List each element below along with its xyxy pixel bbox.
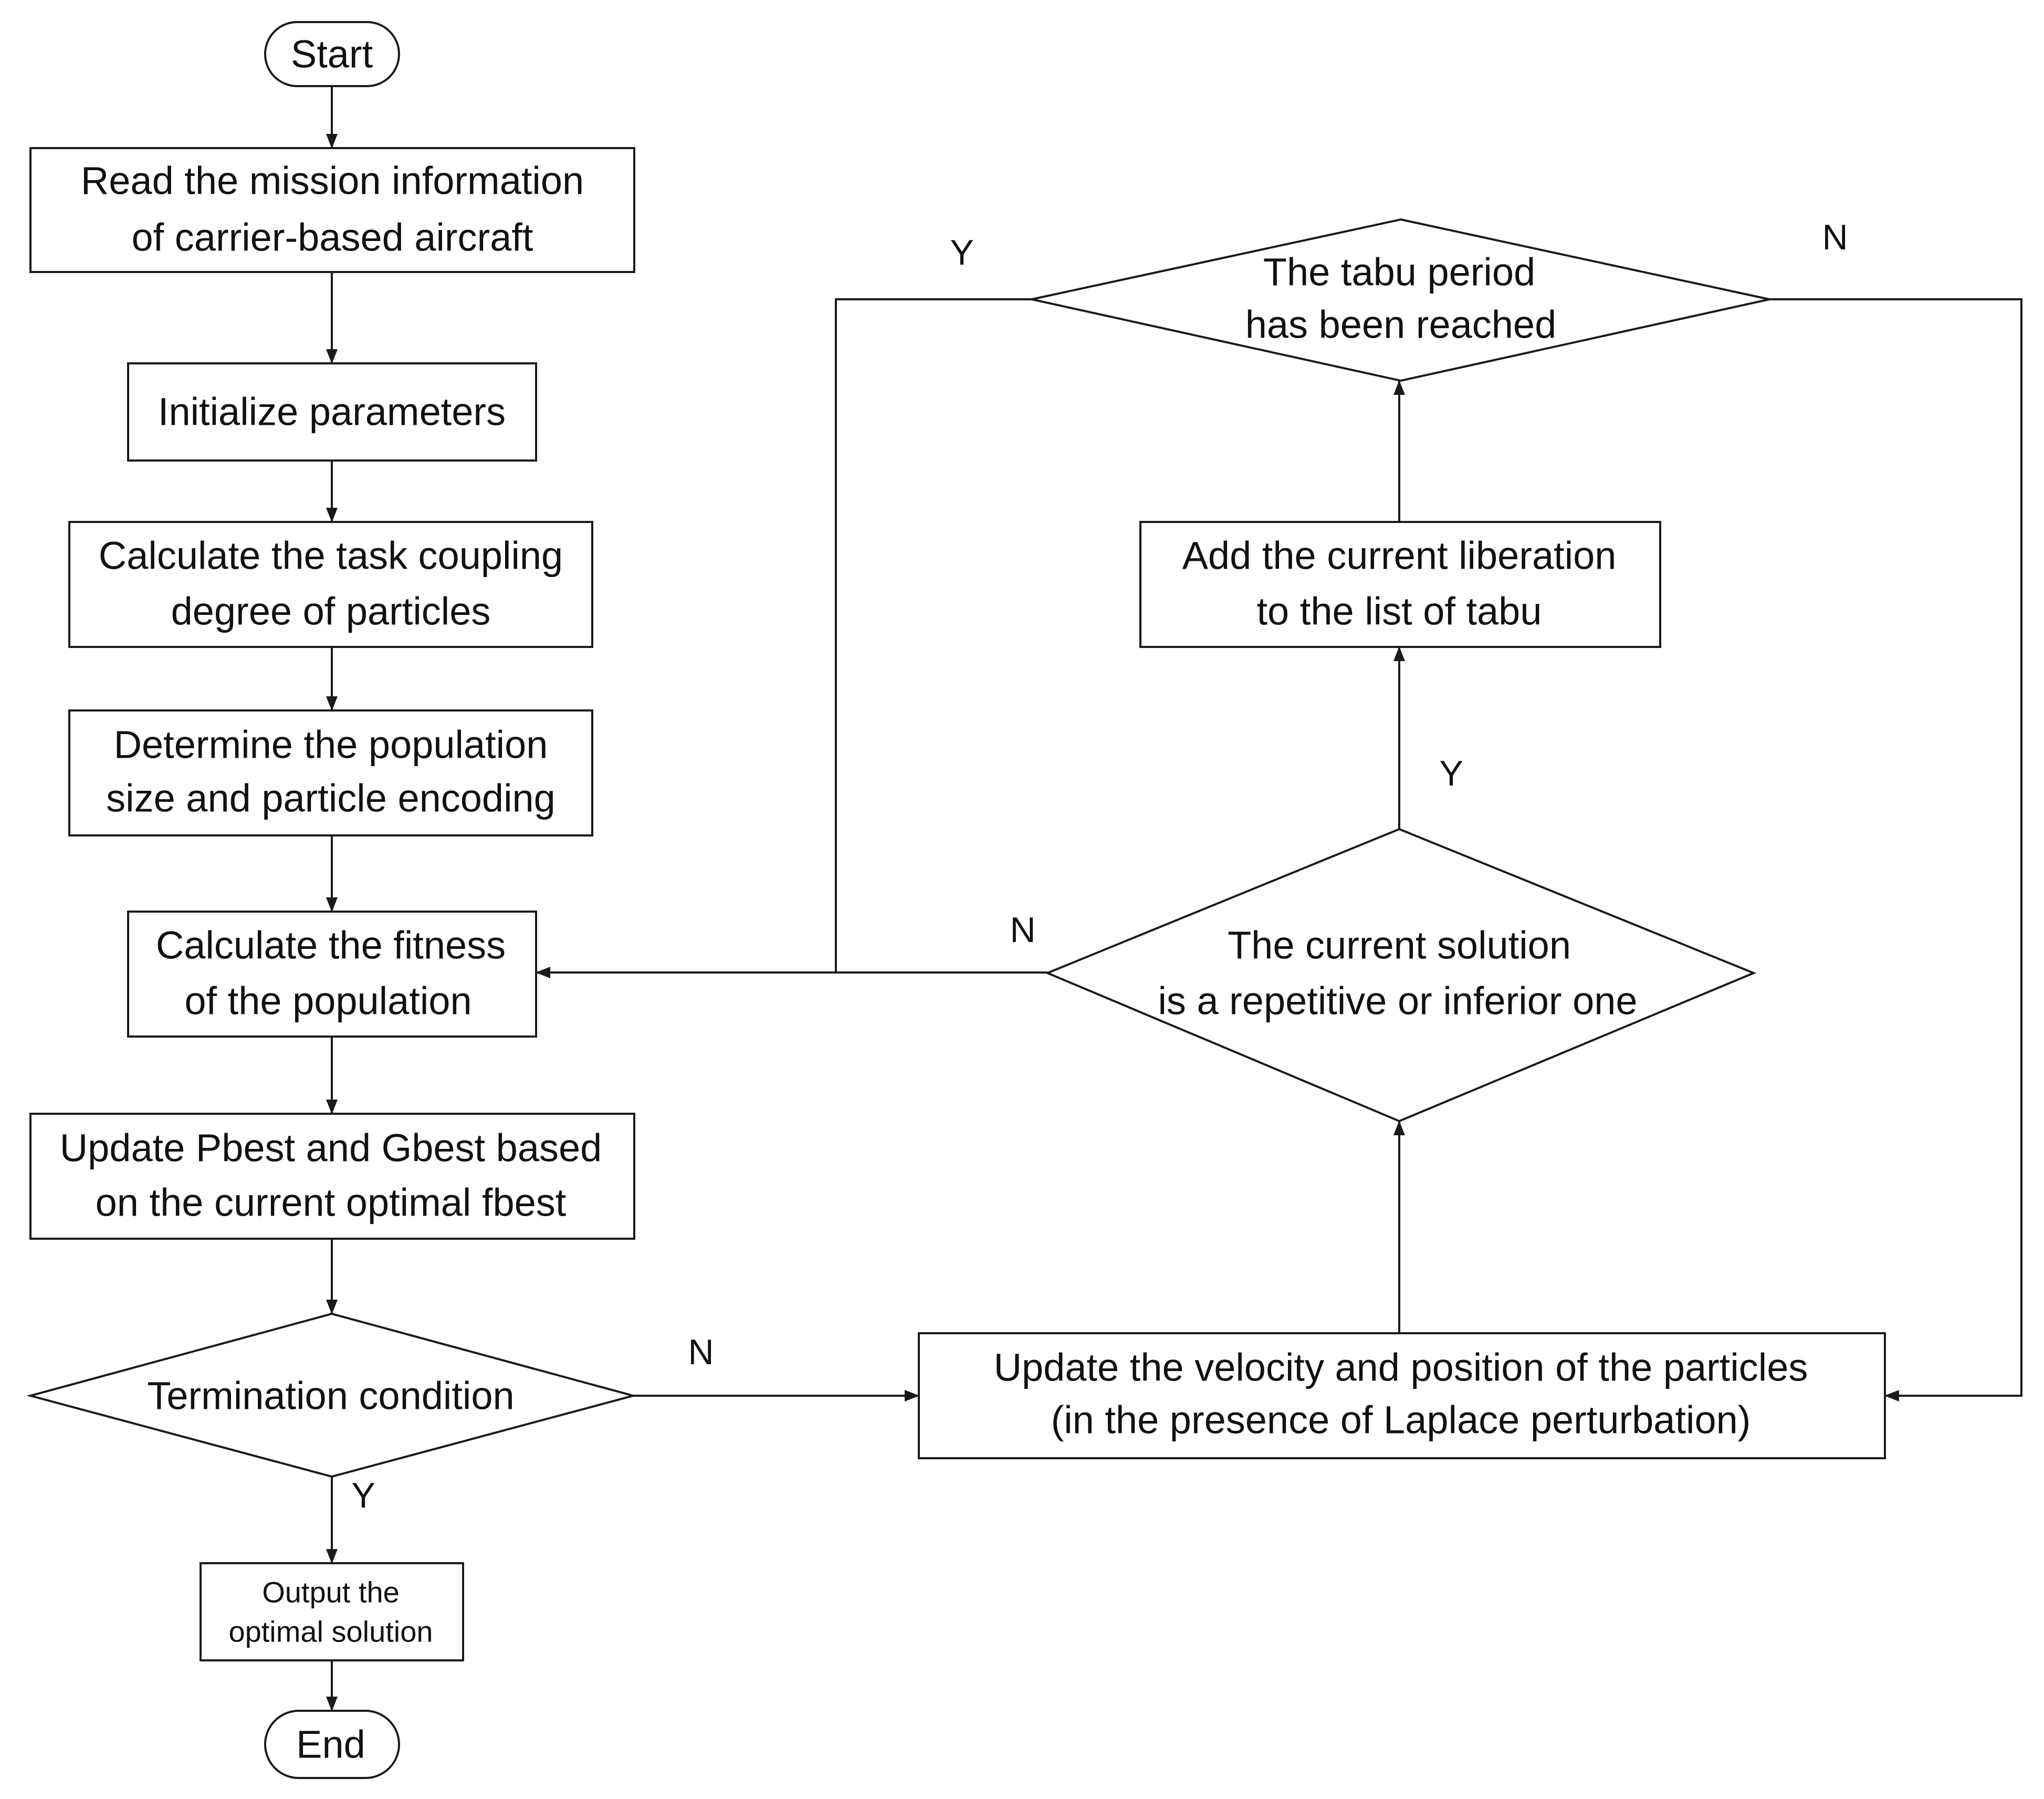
update-velocity-box: Update the velocity and position of the … — [918, 1332, 1886, 1459]
initialize-parameters-box: Initialize parameters — [127, 362, 537, 462]
task-coupling-line-2: degree of particles — [171, 590, 491, 633]
population-size-box: Determine the population size and partic… — [68, 709, 593, 836]
task-coupling-box: Calculate the task coupling degree of pa… — [68, 521, 593, 648]
initialize-parameters-label: Initialize parameters — [158, 390, 506, 434]
fitness-line-1: Calculate the fitness — [156, 924, 506, 967]
edge-period-yes-to-fitness — [835, 298, 1032, 972]
end-label: End — [296, 1723, 365, 1766]
read-mission-box: Read the mission information of carrier-… — [29, 147, 635, 273]
termination-yes-label: Y — [351, 1476, 375, 1515]
connectors — [326, 86, 2022, 1711]
tabu-no-label: N — [1822, 217, 1848, 257]
fitness-line-2: of the population — [184, 979, 471, 1023]
add-tabu-box: Add the current liberation to the list o… — [1139, 521, 1661, 648]
edge-period-no-to-velocity — [1769, 298, 2022, 1401]
add-tabu-line-1: Add the current liberation — [1182, 534, 1617, 578]
population-size-line-1: Determine the population — [114, 723, 548, 767]
output-box: Output the optimal solution — [200, 1562, 464, 1661]
add-tabu-line-2: to the list of tabu — [1256, 590, 1542, 633]
update-velocity-line-1: Update the velocity and position of the … — [994, 1346, 1808, 1389]
current-solution-line-2: is a repetitive or inferior one — [1158, 979, 1637, 1023]
update-best-line-1: Update Pbest and Gbest based — [60, 1126, 602, 1170]
fitness-box: Calculate the fitness of the population — [127, 911, 537, 1038]
read-mission-line-2: of carrier-based aircraft — [132, 216, 533, 259]
termination-label: Termination condition — [147, 1374, 514, 1418]
update-velocity-line-2: (in the presence of Laplace perturbation… — [1051, 1398, 1751, 1442]
solution-no-label: N — [1010, 910, 1035, 950]
current-solution-line-1: The current solution — [1228, 924, 1571, 967]
population-size-line-2: size and particle encoding — [106, 777, 555, 820]
output-line-2: optimal solution — [228, 1615, 433, 1648]
tabu-period-decision: The tabu period has been reached — [1031, 218, 1770, 382]
update-best-line-2: on the current optimal fbest — [96, 1181, 567, 1225]
termination-no-label: N — [688, 1332, 714, 1372]
end-terminal: End — [264, 1710, 400, 1779]
output-line-1: Output the — [262, 1576, 400, 1609]
tabu-period-line-1: The tabu period — [1263, 250, 1535, 294]
tabu-period-line-2: has been reached — [1245, 303, 1556, 347]
read-mission-line-1: Read the mission information — [81, 159, 584, 203]
start-label: Start — [291, 33, 373, 76]
edge-labels: N Y N Y Y N — [351, 217, 1848, 1515]
update-best-box: Update Pbest and Gbest based on the curr… — [29, 1113, 635, 1240]
current-solution-decision: The current solution is a repetitive or … — [1044, 828, 1757, 1123]
tabu-yes-label: Y — [950, 233, 973, 273]
solution-yes-label: Y — [1439, 754, 1463, 793]
start-terminal: Start — [264, 21, 400, 87]
task-coupling-line-1: Calculate the task coupling — [99, 534, 563, 578]
termination-decision: Termination condition — [26, 1312, 637, 1478]
